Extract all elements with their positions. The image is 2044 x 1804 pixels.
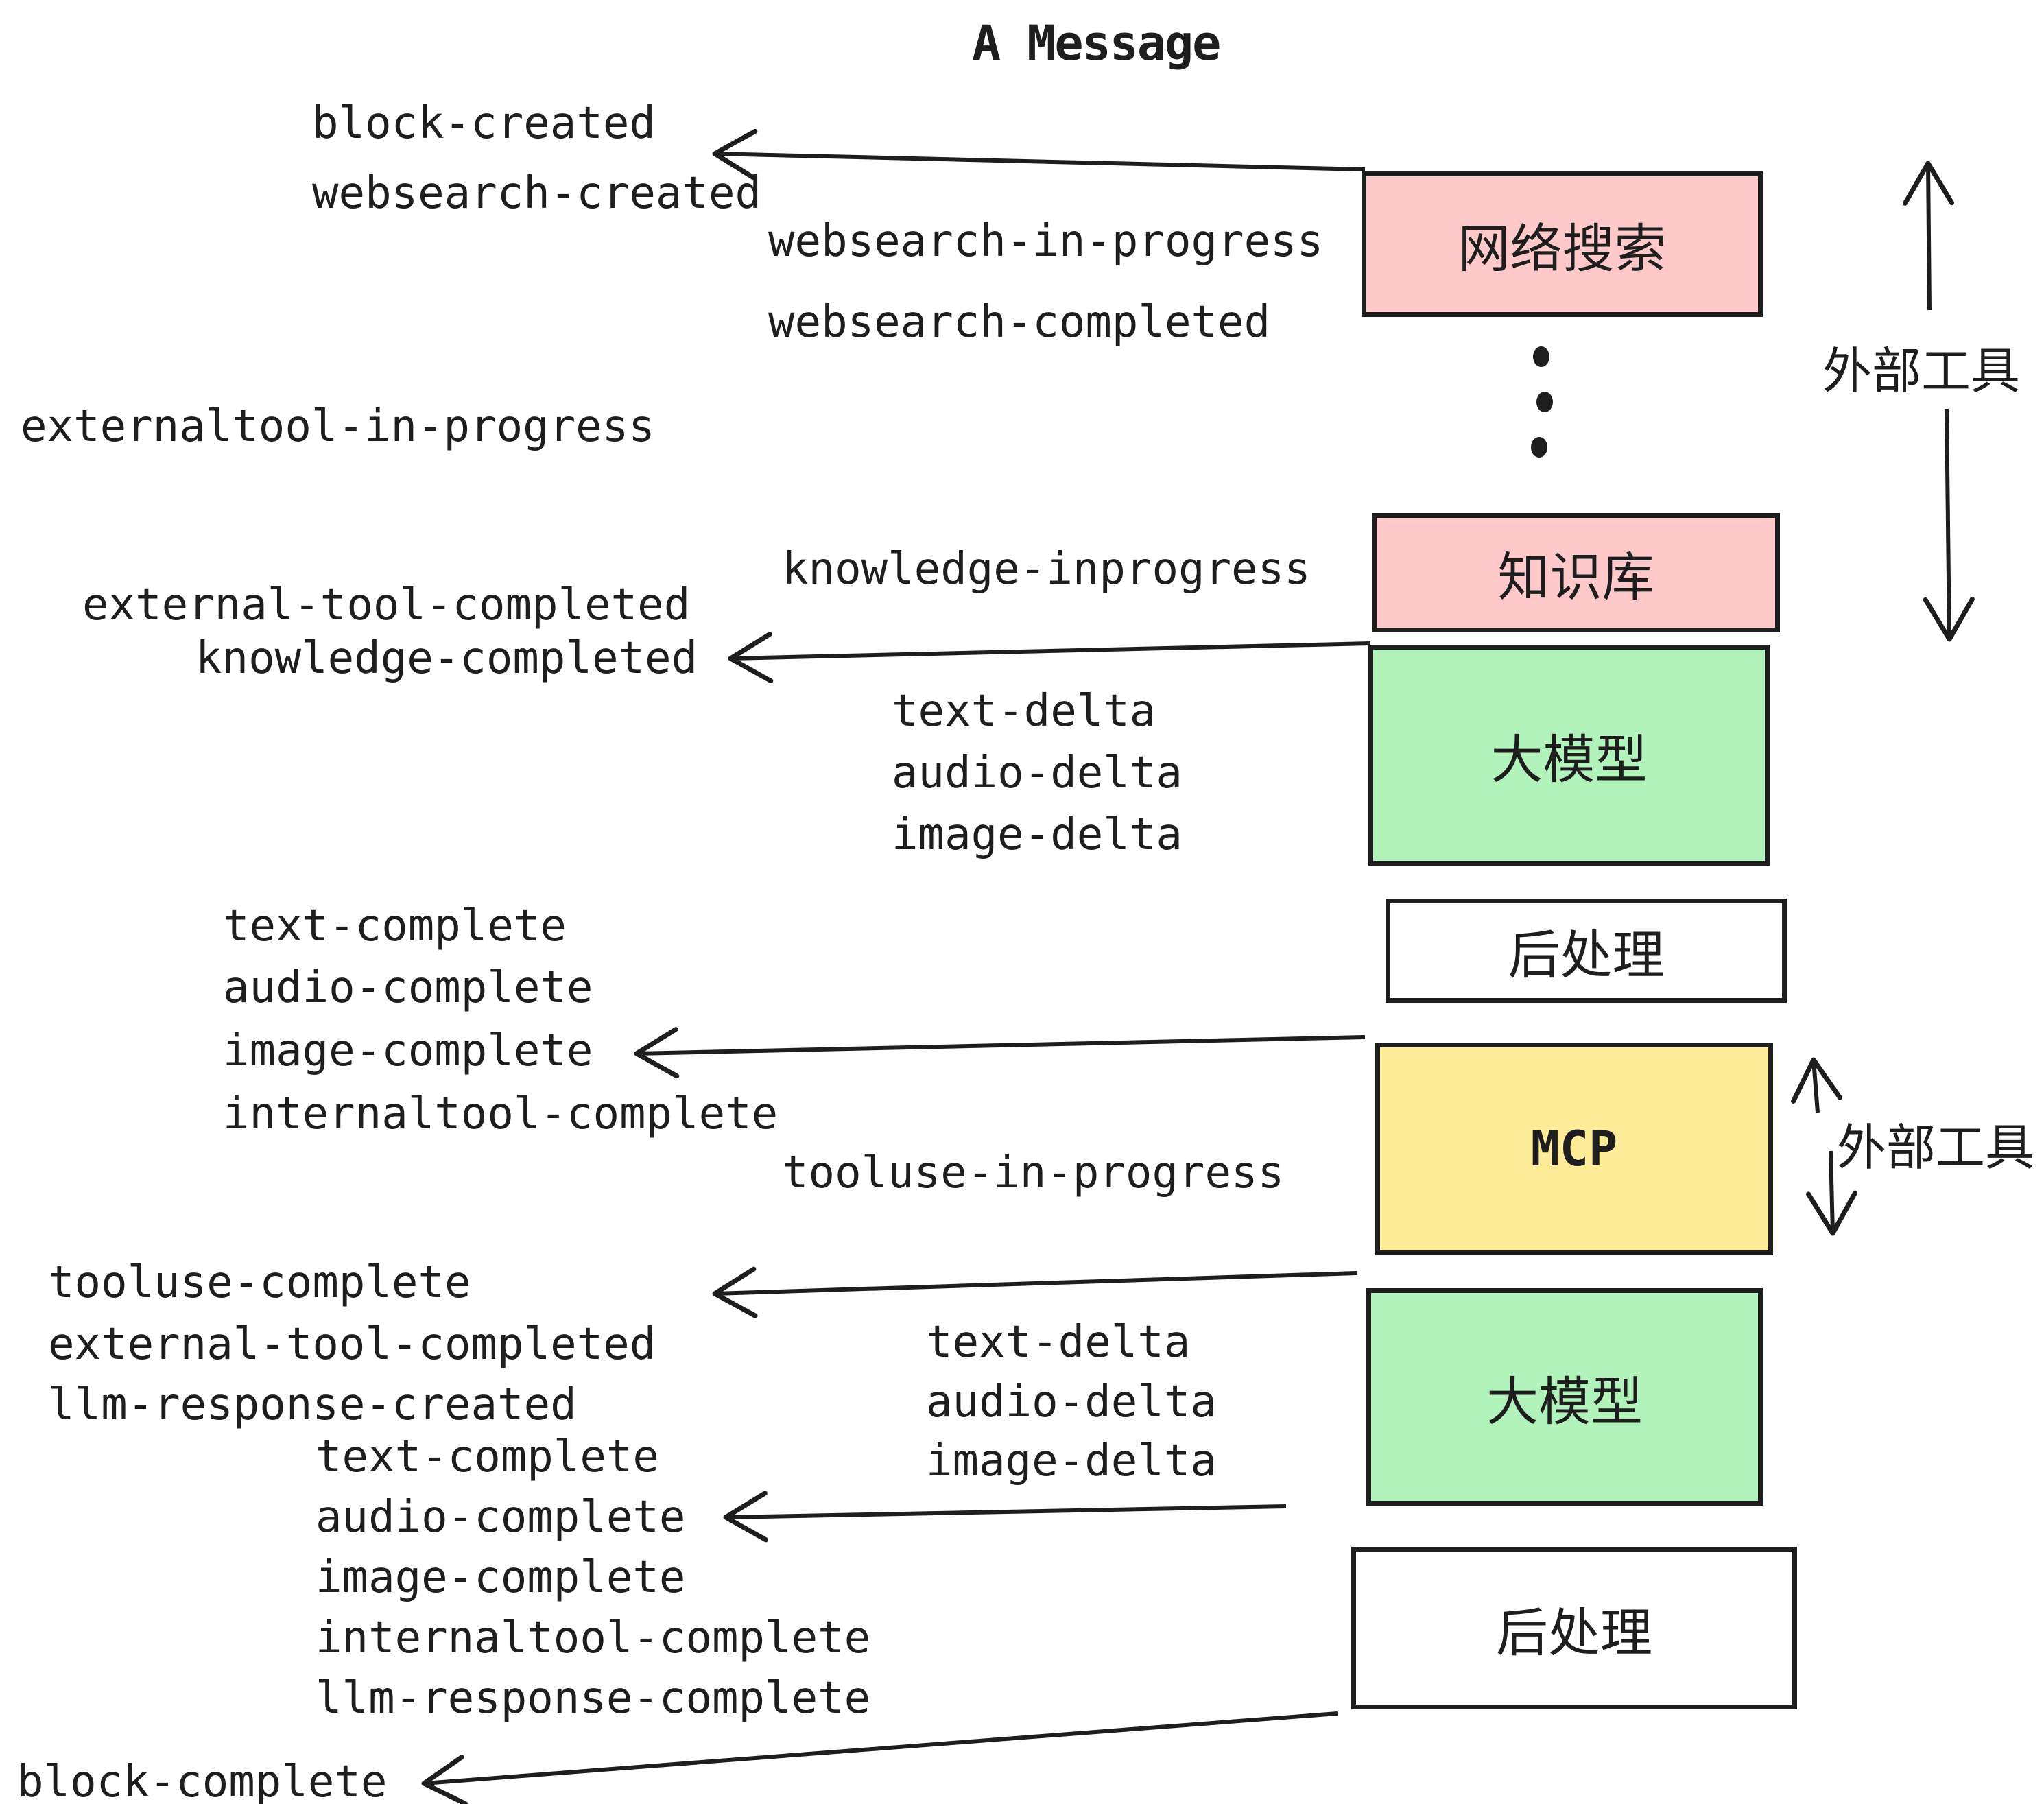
event-label-block-created: block-created bbox=[312, 98, 656, 149]
arrow-block-complete bbox=[421, 1711, 1338, 1804]
arrow-audio-complete bbox=[723, 1491, 1287, 1543]
event-label-image-delta-2: image-delta bbox=[926, 1436, 1217, 1486]
event-label-text-complete-2: text-complete bbox=[316, 1432, 659, 1482]
arrow-external-tools-1-up bbox=[1903, 161, 1955, 311]
box-llm-2: 大模型 bbox=[1366, 1288, 1763, 1506]
box-post-process-2-label: 后处理 bbox=[1496, 1602, 1652, 1663]
event-label-websearch-completed: websearch-completed bbox=[768, 297, 1271, 348]
event-label-externaltool-in-progress: externaltool-in-progress bbox=[21, 401, 655, 452]
event-label-llm-response-created: llm-response-created bbox=[48, 1379, 577, 1430]
event-label-text-delta-1: text-delta bbox=[892, 686, 1156, 737]
event-label-websearch-created: websearch-created bbox=[312, 168, 762, 219]
box-llm-1: 大模型 bbox=[1368, 645, 1770, 866]
event-label-image-delta-1: image-delta bbox=[892, 809, 1183, 860]
box-post-process-1: 后处理 bbox=[1386, 899, 1787, 1003]
event-label-audio-complete-1: audio-complete bbox=[223, 962, 593, 1013]
event-label-image-complete-2: image-complete bbox=[316, 1552, 686, 1603]
arrow-external-tools-2-down bbox=[1806, 1150, 1858, 1236]
side-label-external-tools-1: 外部工具 bbox=[1822, 342, 2021, 400]
event-label-tooluse-complete: tooluse-complete bbox=[48, 1257, 471, 1308]
event-label-external-tool-completed: external-tool-completed bbox=[82, 580, 691, 630]
ellipsis-dots bbox=[1531, 346, 1553, 458]
event-label-knowledge-completed: knowledge-completed bbox=[195, 633, 698, 684]
event-label-image-complete-1: image-complete bbox=[223, 1025, 593, 1076]
box-web-search-label: 网络搜索 bbox=[1458, 218, 1667, 279]
box-llm-2-label: 大模型 bbox=[1486, 1370, 1643, 1432]
box-web-search: 网络搜索 bbox=[1362, 171, 1763, 317]
event-label-audio-delta-2: audio-delta bbox=[926, 1377, 1217, 1427]
box-post-process-2: 后处理 bbox=[1351, 1547, 1797, 1709]
event-label-websearch-in-progress: websearch-in-progress bbox=[768, 216, 1324, 267]
event-label-block-complete: block-complete bbox=[17, 1757, 388, 1804]
event-label-external-tool-completed-2: external-tool-completed bbox=[48, 1319, 656, 1370]
box-mcp-label: MCP bbox=[1530, 1121, 1618, 1177]
box-mcp: MCP bbox=[1375, 1043, 1773, 1255]
event-label-tooluse-in-progress: tooluse-in-progress bbox=[782, 1148, 1285, 1198]
arrow-image-complete bbox=[634, 1027, 1366, 1079]
box-knowledge-base-label: 知识库 bbox=[1497, 547, 1654, 608]
arrow-block-created bbox=[712, 128, 1366, 180]
arrow-tooluse-complete bbox=[712, 1266, 1357, 1318]
event-label-text-complete-1: text-complete bbox=[223, 901, 567, 951]
event-label-internaltool-complete-1: internaltool-complete bbox=[223, 1089, 779, 1139]
arrow-knowledge-completed bbox=[728, 632, 1371, 684]
arrow-external-tools-2-up bbox=[1791, 1057, 1842, 1113]
event-label-knowledge-inprogress: knowledge-inprogress bbox=[782, 544, 1311, 595]
event-label-audio-delta-1: audio-delta bbox=[892, 748, 1183, 798]
box-knowledge-base: 知识库 bbox=[1372, 513, 1780, 632]
event-label-text-delta-2: text-delta bbox=[926, 1317, 1191, 1368]
event-label-audio-complete-2: audio-complete bbox=[316, 1492, 686, 1543]
arrow-external-tools-1-down bbox=[1923, 408, 1975, 642]
box-llm-1-label: 大模型 bbox=[1490, 729, 1648, 790]
page-title: A Message bbox=[972, 15, 1221, 71]
event-label-internaltool-complete-2: internaltool-complete bbox=[316, 1613, 871, 1663]
box-post-process-1-label: 后处理 bbox=[1508, 925, 1665, 986]
event-label-llm-response-complete: llm-response-complete bbox=[316, 1673, 871, 1724]
side-label-external-tools-2: 外部工具 bbox=[1837, 1119, 2035, 1176]
